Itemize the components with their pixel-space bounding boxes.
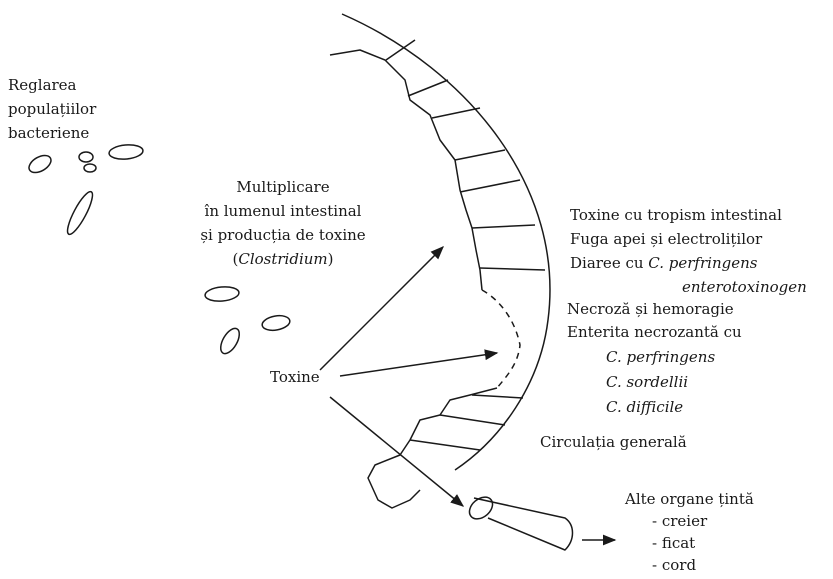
water-electrolyte-label: Fuga apei și electroliților — [570, 227, 762, 251]
text-line: și producția de toxine — [170, 223, 396, 247]
bacterium-shape — [63, 189, 96, 237]
cell-divider — [440, 415, 505, 425]
cell-divider — [460, 180, 520, 192]
enteritis-label: Enterita necrozantă cu — [567, 320, 742, 344]
arrow-to-necrosis — [340, 353, 497, 376]
species-difficile: C. difficile — [606, 395, 683, 419]
species-perfringens: C. perfringens — [606, 345, 715, 369]
organ-heart: - cord — [652, 553, 696, 577]
epithelium-lower — [368, 388, 497, 508]
cell-divider — [432, 108, 480, 118]
organ-liver: - ficat — [652, 531, 695, 555]
text-line: bacteriene — [8, 121, 96, 145]
text-line: în lumenul intestinal — [170, 199, 396, 223]
species-sordellii: C. sordellii — [606, 370, 688, 394]
enterotoxinogen-label: enterotoxinogen — [682, 275, 807, 299]
cell-divider — [410, 440, 480, 450]
genus-line: (Clostridium) — [170, 247, 396, 271]
cell-divider — [480, 268, 545, 270]
blood-vessel-tube — [474, 498, 573, 550]
clostridium-cell — [261, 314, 291, 333]
text-line: Reglarea — [8, 73, 96, 97]
bacterium-shape — [84, 164, 96, 172]
cell-divider — [408, 80, 448, 96]
toxins-label: Toxine — [270, 365, 320, 389]
bacterium-shape — [79, 152, 93, 162]
organ-brain: - creier — [652, 509, 707, 533]
bacterial-regulation-label: Reglarea populațiilor bacteriene — [8, 73, 96, 145]
intestinal-tropism-label: Toxine cu tropism intestinal — [570, 203, 782, 227]
diarrhea-label: Diaree cu C. perfringens — [570, 251, 757, 275]
text-line: populațiilor — [8, 97, 96, 121]
general-circulation-label: Circulația generală — [540, 430, 687, 454]
multiplication-label: Multiplicare în lumenul intestinal și pr… — [170, 175, 396, 271]
cell-divider — [472, 395, 523, 398]
clostridium-cell — [204, 286, 239, 303]
arrow-to-circulation — [330, 397, 463, 506]
cell-divider — [472, 225, 535, 228]
target-organs-title: Alte organe țintă — [625, 487, 754, 511]
cell-divider — [386, 40, 415, 60]
diarrhea-species: C. perfringens — [648, 254, 757, 272]
cell-divider — [455, 150, 505, 160]
blood-vessel-end — [465, 493, 496, 524]
bacterium-shape — [26, 152, 54, 176]
genus-name: Clostridium — [238, 250, 327, 268]
necrosis-dashed-contour — [482, 290, 520, 388]
bacterium-shape — [108, 144, 143, 161]
necrosis-label: Necroză și hemoragie — [567, 297, 734, 321]
diarrhea-prefix: Diaree cu — [570, 254, 648, 272]
clostridium-cell — [217, 325, 243, 356]
text-line: Multiplicare — [170, 175, 396, 199]
